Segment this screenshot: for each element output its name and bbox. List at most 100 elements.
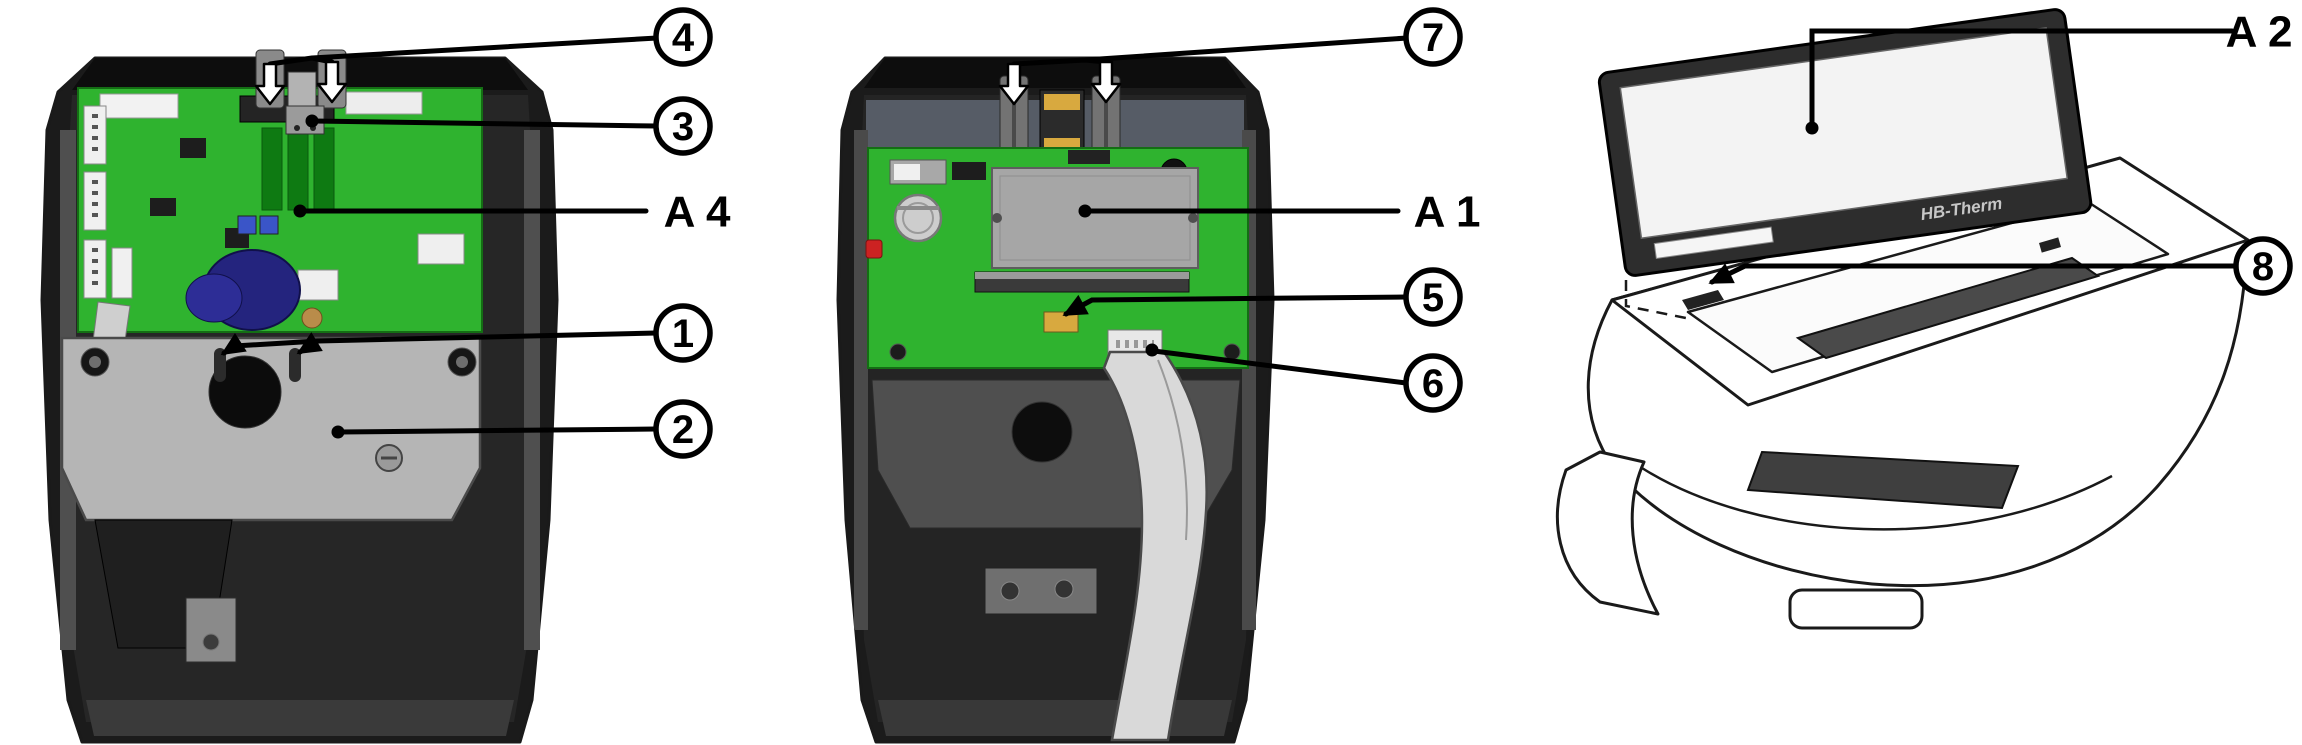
deck-clip — [2039, 237, 2061, 253]
callout-label: 3 — [672, 105, 694, 149]
sd-card-label — [894, 164, 920, 180]
down-arrow-icon — [1090, 60, 1122, 104]
base-front-slot — [1746, 450, 2020, 510]
callout-label: A 1 — [1414, 188, 1481, 237]
bracket-screw — [1054, 579, 1074, 599]
callout-8: 8 — [2233, 236, 2293, 296]
callout-a2: A 2 — [2226, 8, 2293, 57]
ribbon-cable — [1102, 350, 1208, 742]
down-arrow-icon — [316, 60, 348, 104]
leader-1b — [220, 332, 321, 356]
base-foot — [1788, 588, 1924, 630]
dot-6 — [1145, 343, 1159, 357]
bracket-screw — [202, 633, 220, 651]
pocket-strip — [1795, 256, 2101, 360]
mounting-plate-group — [60, 336, 482, 522]
shield-screw — [992, 213, 1002, 223]
leader-3 — [311, 118, 659, 129]
connector-small — [952, 162, 986, 180]
leader-5 — [1062, 294, 1409, 317]
callout-a1: A 1 — [1414, 188, 1481, 237]
callout-label: A 4 — [664, 188, 731, 237]
housing-top-band — [864, 58, 1246, 88]
callout-label: 5 — [1422, 276, 1444, 320]
shield-plate-a1 — [991, 167, 1199, 269]
plate-center-hole — [208, 355, 282, 429]
callout-label: 4 — [672, 16, 695, 60]
connector-metal-edge — [975, 272, 1189, 279]
bottom-bracket — [185, 597, 237, 663]
base-unit — [1555, 156, 2250, 630]
callout-circle — [1403, 267, 1463, 327]
relay-block — [417, 233, 465, 265]
cavity-side-right — [524, 130, 540, 650]
cavity-bottom-face — [86, 700, 514, 736]
latch-pin — [294, 125, 300, 131]
display-label-strip — [1653, 226, 1774, 259]
callout-a4: A 4 — [664, 188, 731, 237]
dot-a4 — [293, 204, 307, 218]
block-arrows — [254, 60, 1122, 106]
leader-2 — [337, 426, 659, 435]
callout-circle — [1403, 7, 1463, 67]
display-module-a2: HB-Therm — [1597, 8, 2093, 277]
callout-5: 5 — [1403, 267, 1463, 327]
connector-top-edge — [1068, 150, 1110, 164]
leader-dots — [293, 114, 1819, 439]
cavity-side-left — [854, 130, 868, 630]
callout-circle — [653, 303, 713, 363]
plate-slot-left — [214, 348, 226, 382]
panel-control-unit-front — [40, 49, 559, 744]
callout-4: 4 — [653, 7, 713, 67]
callout-label: 1 — [672, 312, 694, 356]
connector-5-target — [1043, 311, 1079, 333]
callout-label: 2 — [672, 408, 694, 452]
plate-slot-right — [289, 348, 301, 382]
connector-top-right — [345, 91, 423, 115]
capacitor-blue — [237, 215, 257, 235]
component-blue-small — [185, 273, 243, 323]
pcb-screw — [889, 343, 907, 361]
dot-a1 — [1078, 204, 1092, 218]
callout-3: 3 — [653, 96, 713, 156]
callout-circle — [653, 399, 713, 459]
callout-circle — [653, 96, 713, 156]
shield-screw — [1188, 213, 1198, 223]
terminal-slots — [261, 127, 335, 211]
callout-label: A 2 — [2226, 8, 2293, 57]
down-arrow-icon — [254, 62, 286, 106]
leader-6 — [1151, 348, 1409, 386]
dot-a2 — [1805, 121, 1819, 135]
leader-a2 — [1809, 28, 2235, 129]
base-arm — [1555, 450, 1660, 616]
callout-circle — [1403, 353, 1463, 413]
callout-label: 8 — [2252, 245, 2274, 289]
cable-fold-line — [1157, 359, 1188, 541]
down-arrow-icon — [998, 62, 1030, 106]
callout-circle — [2233, 236, 2293, 296]
bracket-screw — [1000, 581, 1020, 601]
callout-2: 2 — [653, 399, 713, 459]
callout-label: 7 — [1422, 16, 1444, 60]
cavity-bottom-face — [878, 700, 1232, 736]
callout-circle — [653, 7, 713, 67]
standoff-screw — [301, 307, 323, 329]
dot-2 — [331, 425, 345, 439]
ic-chip — [150, 198, 176, 216]
callout-7: 7 — [1403, 7, 1463, 67]
component-red — [865, 239, 883, 259]
plate-center-hole — [1011, 401, 1073, 463]
pcb-screw — [1223, 343, 1241, 361]
panel-control-unit-rear — [836, 56, 1275, 744]
controller-board-a1 — [865, 147, 1249, 369]
ic-chip — [180, 138, 206, 158]
connector-band — [1044, 94, 1080, 110]
edge-connectors-left — [83, 105, 133, 299]
capacitor-blue — [259, 215, 279, 235]
callouts: 4 3 A 4 1 2 7 A 1 5 6 — [220, 7, 2293, 459]
connector-top-left — [99, 93, 179, 119]
leader-8 — [1708, 263, 2239, 285]
dot-3 — [305, 114, 319, 128]
